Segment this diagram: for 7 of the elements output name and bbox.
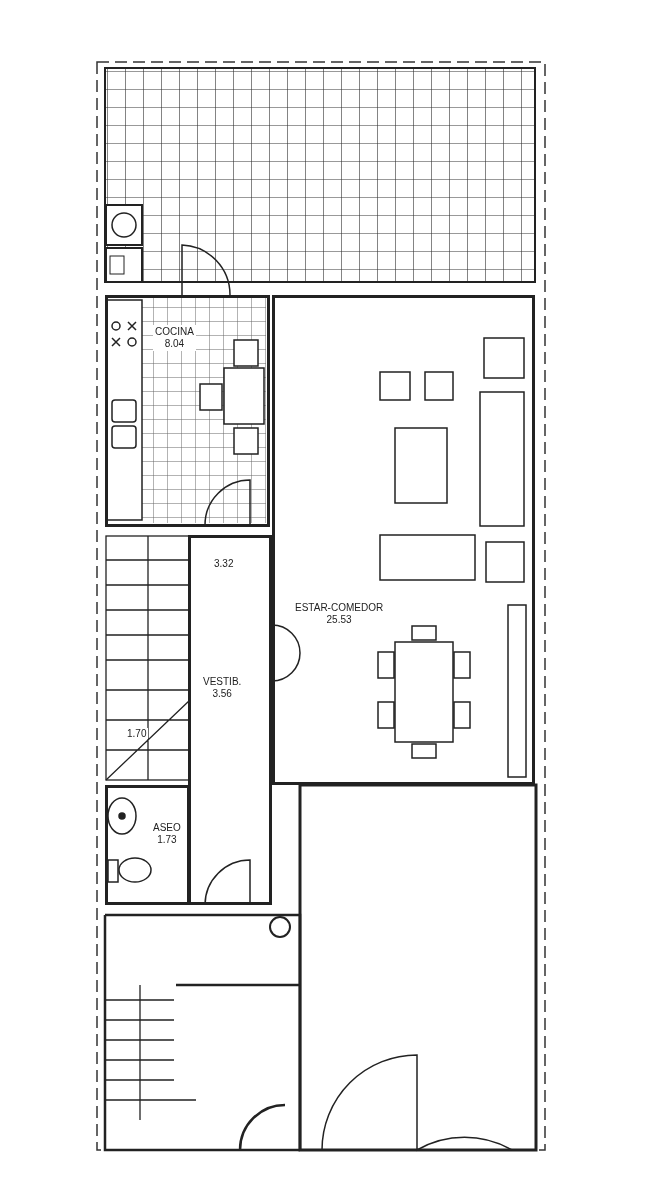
dimension-label: 3.32 [212, 558, 236, 569]
dimension-label: 1.70 [125, 728, 149, 739]
room-label: COCINA 8.04 [153, 325, 196, 351]
hall-room [188, 535, 272, 905]
kitchen-room [105, 295, 270, 527]
living-room [272, 295, 535, 785]
bathroom-room [105, 785, 190, 905]
